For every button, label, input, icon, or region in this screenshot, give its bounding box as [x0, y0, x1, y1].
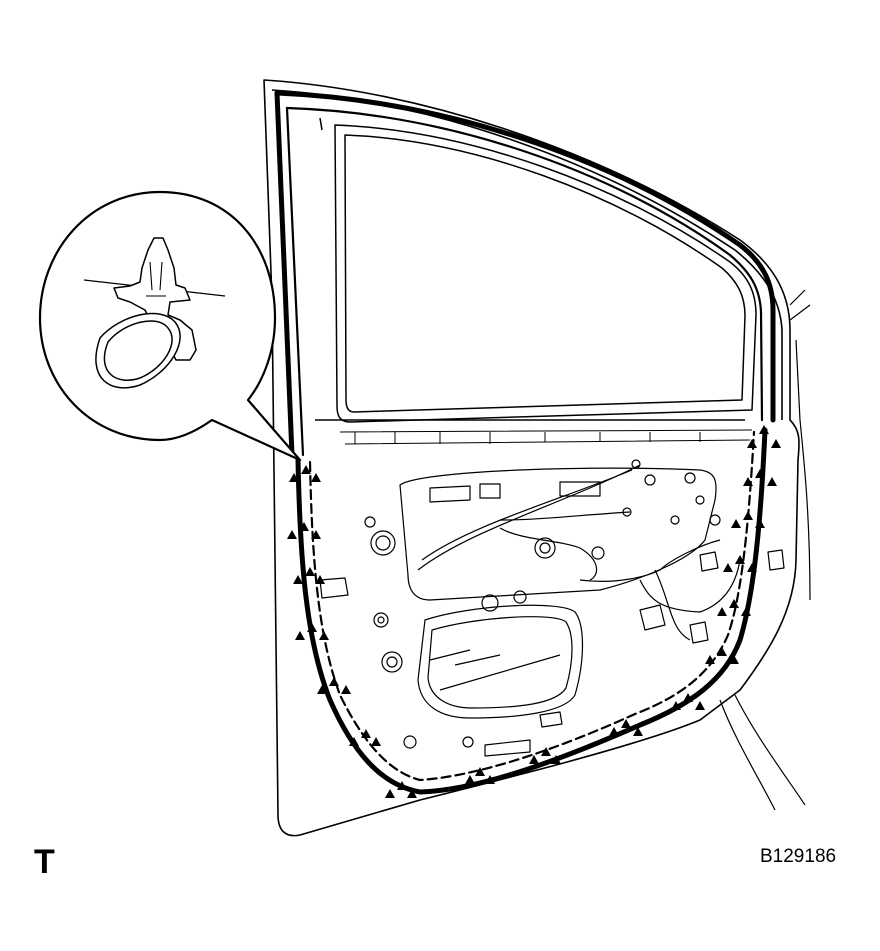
window-frame [315, 117, 757, 445]
inner-door-panel [319, 459, 785, 757]
figure-number: B129186 [760, 846, 837, 867]
body-pillar [719, 289, 811, 811]
weatherstrip [274, 90, 776, 795]
corner-mark: T [34, 843, 55, 881]
filled-triangle-icon [287, 425, 781, 798]
clip-markers [287, 425, 781, 798]
door-outer-panel [263, 79, 800, 837]
clip-detail-callout [38, 190, 302, 462]
